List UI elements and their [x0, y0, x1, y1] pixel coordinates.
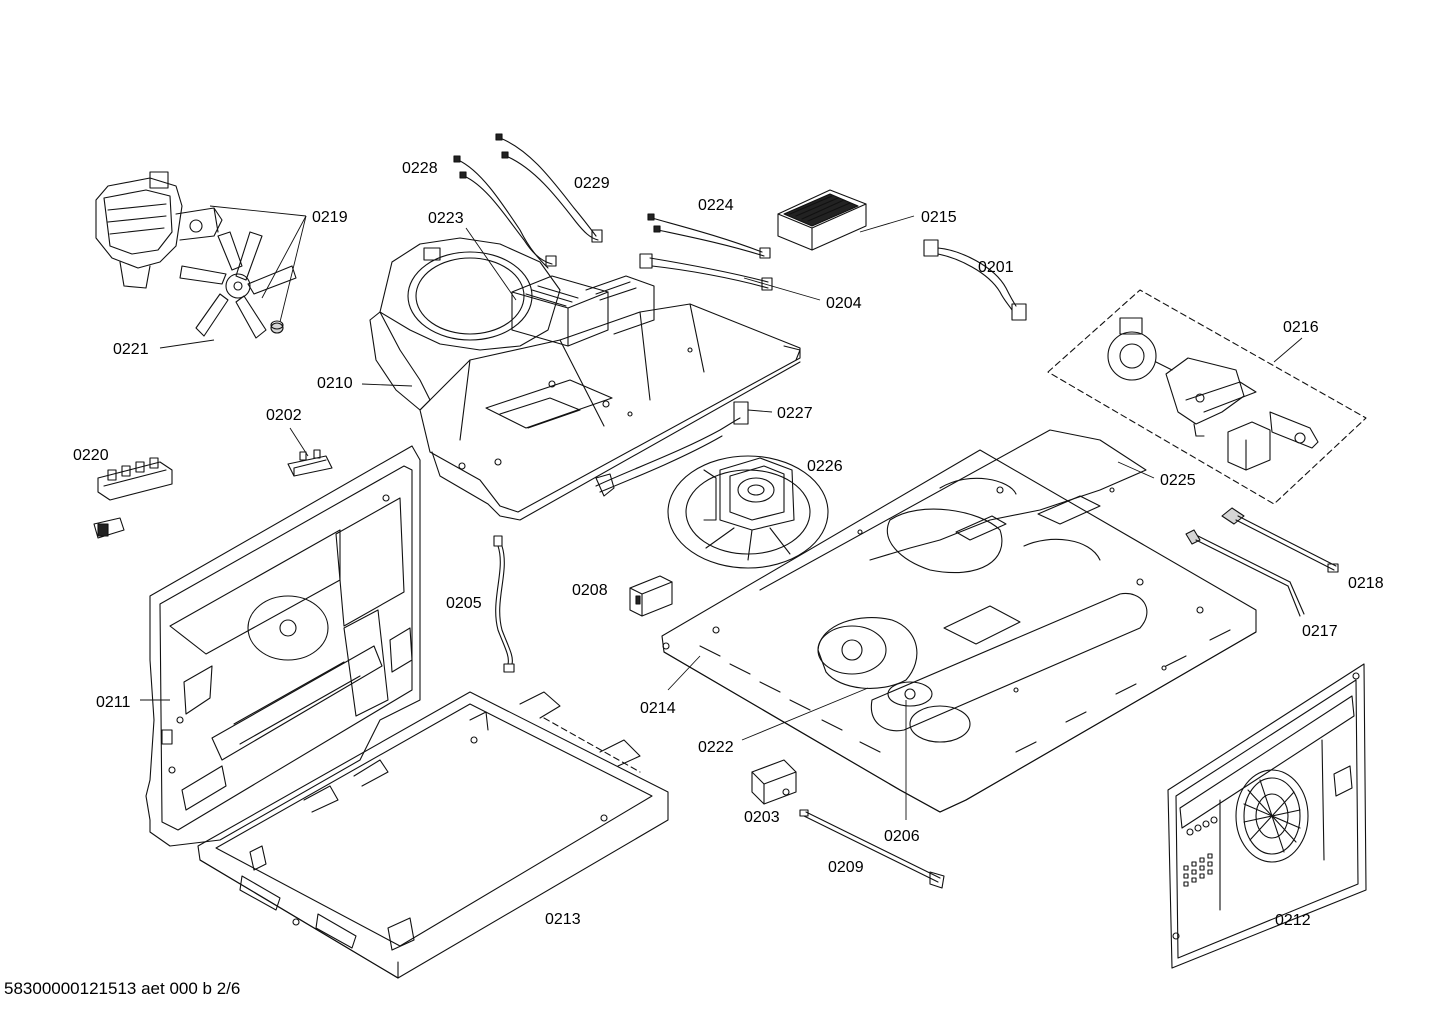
part-0223-control-module — [511, 275, 655, 347]
callout-0208: 0208 — [572, 582, 608, 599]
part-0220-terminal-block — [97, 457, 173, 501]
callout-0210: 0210 — [317, 375, 353, 392]
part-0203-bracket — [751, 759, 797, 805]
callout-0206: 0206 — [884, 828, 920, 845]
part-0205-wire — [493, 535, 515, 673]
callout-0215: 0215 — [921, 209, 957, 226]
part-0219-fan-motor — [95, 171, 223, 289]
part-0210-duct-assembly — [369, 237, 801, 521]
part-0201-cable — [923, 239, 1027, 321]
part-0220-clip — [93, 517, 125, 539]
callout-0205: 0205 — [446, 595, 482, 612]
part-0218-sensor — [1221, 507, 1339, 573]
document-id: 58300000121513 aet 000 b 2/6 — [4, 979, 241, 998]
callout-0203: 0203 — [744, 809, 780, 826]
callout-0202: 0202 — [266, 407, 302, 424]
part-0212-cover-panel — [1167, 663, 1367, 969]
part-0217-rod — [1185, 529, 1305, 617]
callout-0223: 0223 — [428, 210, 464, 227]
callout-0220: 0220 — [73, 447, 109, 464]
callout-0226: 0226 — [807, 458, 843, 475]
part-0211-back-panel — [145, 445, 421, 847]
callout-0204: 0204 — [826, 295, 862, 312]
callout-0212: 0212 — [1275, 912, 1311, 929]
callout-0219: 0219 — [312, 209, 348, 226]
callout-0224: 0224 — [698, 197, 734, 214]
callout-0218: 0218 — [1348, 575, 1384, 592]
callout-labels: 0228 0229 0219 0223 0224 0215 0201 0204 … — [73, 160, 1384, 929]
part-0216-door-lock — [1047, 289, 1367, 505]
callout-0201: 0201 — [978, 259, 1014, 276]
part-0228-harness — [453, 155, 557, 269]
callout-0216: 0216 — [1283, 319, 1319, 336]
part-0213-bottom-tray — [197, 691, 669, 979]
part-0221-fan-blade — [179, 231, 297, 339]
callout-0213: 0213 — [545, 911, 581, 928]
part-0204-harness — [639, 253, 773, 291]
callout-0221: 0221 — [113, 341, 149, 358]
part-0214-base-plate — [661, 429, 1257, 813]
part-0202-switch — [287, 449, 333, 477]
part-0229-harness — [495, 133, 603, 243]
callout-0225: 0225 — [1160, 472, 1196, 489]
part-0224-harness — [647, 213, 771, 259]
callout-0209: 0209 — [828, 859, 864, 876]
part-0208-relay — [629, 575, 673, 617]
part-0226-blower-fan — [667, 455, 829, 569]
callout-0211: 0211 — [96, 694, 131, 711]
part-0215-heatsink — [777, 189, 867, 251]
callout-0217: 0217 — [1302, 623, 1338, 640]
callout-0228: 0228 — [402, 160, 438, 177]
part-0209-rod — [799, 809, 945, 889]
callout-0214: 0214 — [640, 700, 676, 717]
part-0227-connector — [595, 401, 749, 497]
part-0219-nut — [270, 320, 284, 334]
callout-0227: 0227 — [777, 405, 813, 422]
callout-0222: 0222 — [698, 739, 734, 756]
callout-0229: 0229 — [574, 175, 610, 192]
